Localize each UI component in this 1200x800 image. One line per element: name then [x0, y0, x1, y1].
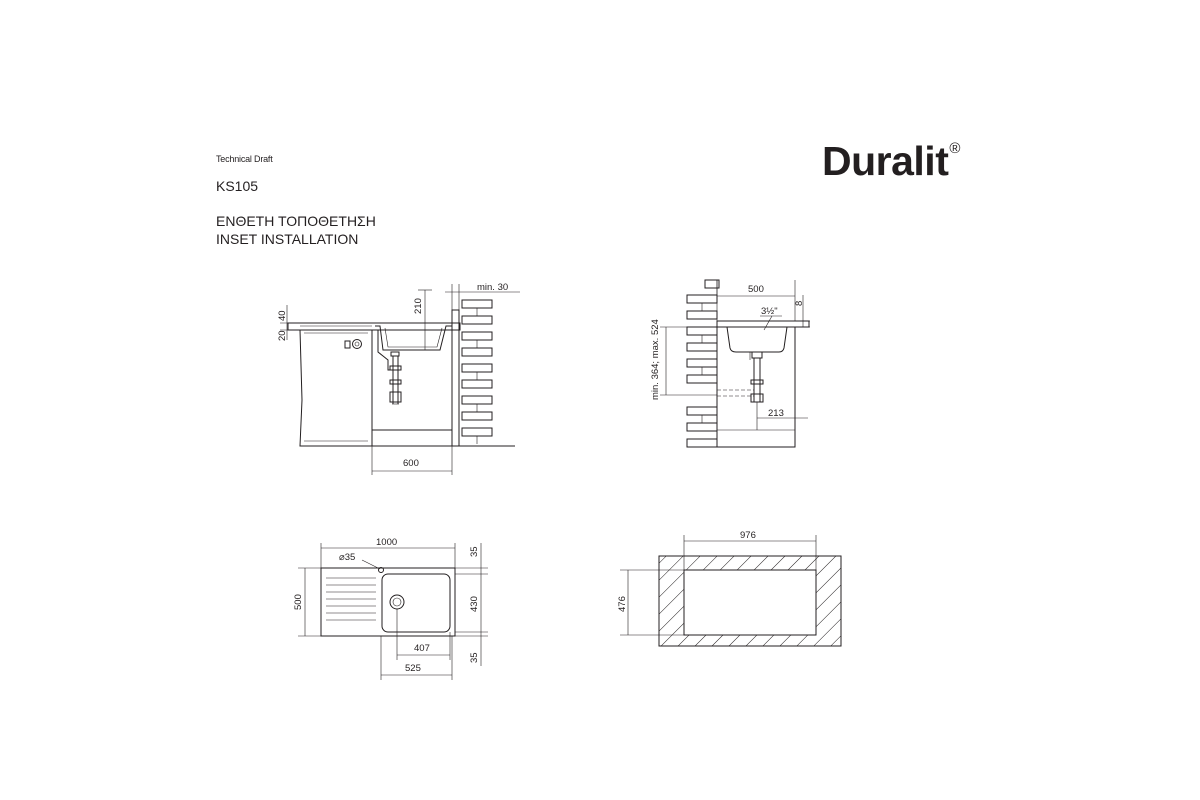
dim-600-label: 600 — [403, 458, 419, 469]
dim-210-label: 210 — [413, 298, 424, 314]
side-drain-pipe — [377, 330, 402, 405]
dim-407-label: 407 — [414, 643, 430, 654]
brand-logo: Duralit® — [822, 138, 960, 185]
front-sink-bowl — [726, 326, 788, 360]
model-code: KS105 — [216, 178, 259, 194]
front-brick-wall — [686, 279, 720, 448]
front-view: 500 8 3½" min. 364; max. 524 213 — [650, 279, 810, 448]
front-countertop — [716, 320, 810, 328]
front-dimension-8: 8 — [794, 295, 810, 328]
dim-height-label: min. 364; max. 524 — [650, 319, 661, 400]
side-cabinet-base — [372, 429, 515, 447]
title-english: INSET INSTALLATION — [216, 231, 359, 247]
top-dimension-1000: 1000 — [320, 537, 456, 568]
cutout-hatched-frame — [658, 555, 842, 647]
side-dimension-210: 210 — [413, 289, 432, 350]
dim-40-label: 40 — [277, 310, 288, 321]
side-countertop — [287, 322, 461, 331]
dim-20-label: 20 — [277, 330, 288, 341]
front-dimension-500: 500 — [716, 280, 796, 321]
side-dimension-min30: min. 30 — [445, 282, 520, 310]
dim-min30-label: min. 30 — [477, 282, 508, 293]
dim-430-label: 430 — [469, 596, 480, 612]
front-dimension-height: min. 364; max. 524 — [650, 319, 717, 400]
dim-1000-label: 1000 — [376, 537, 397, 548]
top-bowl — [381, 573, 451, 633]
top-dimension-407: 407 — [396, 609, 451, 660]
dim-476-label: 476 — [617, 596, 628, 612]
top-view: ⌀35 1000 500 35 430 35 407 — [293, 537, 488, 680]
cutout-dimension-976: 976 — [683, 530, 817, 570]
front-dimension-outlet: 3½" — [760, 306, 782, 331]
front-cabinet — [716, 326, 796, 448]
dim-8-label: 8 — [794, 301, 805, 306]
registered-mark: ® — [949, 140, 960, 157]
cutout-dimension-476: 476 — [617, 569, 684, 636]
dim-976-label: 976 — [740, 530, 756, 541]
side-dimension-40-20: 40 20 — [277, 305, 300, 341]
side-cabinet-knob — [344, 339, 362, 349]
top-drainboard — [326, 577, 376, 621]
dim-hole-label: ⌀35 — [339, 552, 355, 563]
front-drain-pipe — [717, 351, 764, 403]
top-tap-hole: ⌀35 — [339, 552, 384, 573]
top-dimension-right: 35 430 35 — [455, 543, 488, 666]
top-sink-outline — [320, 567, 456, 637]
side-cabinet — [299, 329, 373, 447]
side-dimension-600: 600 — [371, 446, 453, 475]
dim-35-top-label: 35 — [469, 546, 480, 557]
top-dimension-500: 500 — [293, 567, 321, 637]
title-greek: ΕΝΘΕΤΗ ΤΟΠΟΘΕΤΗΣΗ — [216, 213, 376, 229]
dim-525-label: 525 — [405, 663, 421, 674]
top-dimension-525: 525 — [380, 636, 453, 680]
side-brick-wall — [451, 299, 493, 447]
side-view: 210 min. 30 40 20 600 — [277, 282, 520, 475]
brand-name: Duralit — [822, 138, 949, 184]
dim-outlet-label: 3½" — [761, 306, 778, 317]
side-sink-bowl — [375, 325, 452, 351]
dim-500-front-label: 500 — [748, 284, 764, 295]
dim-500-top-label: 500 — [293, 594, 304, 610]
document-type: Technical Draft — [216, 154, 273, 164]
cutout-view: 976 476 — [617, 530, 842, 647]
dim-213-label: 213 — [768, 408, 784, 419]
front-dimension-213: 213 — [756, 402, 808, 430]
dim-35-bottom-label: 35 — [469, 652, 480, 663]
